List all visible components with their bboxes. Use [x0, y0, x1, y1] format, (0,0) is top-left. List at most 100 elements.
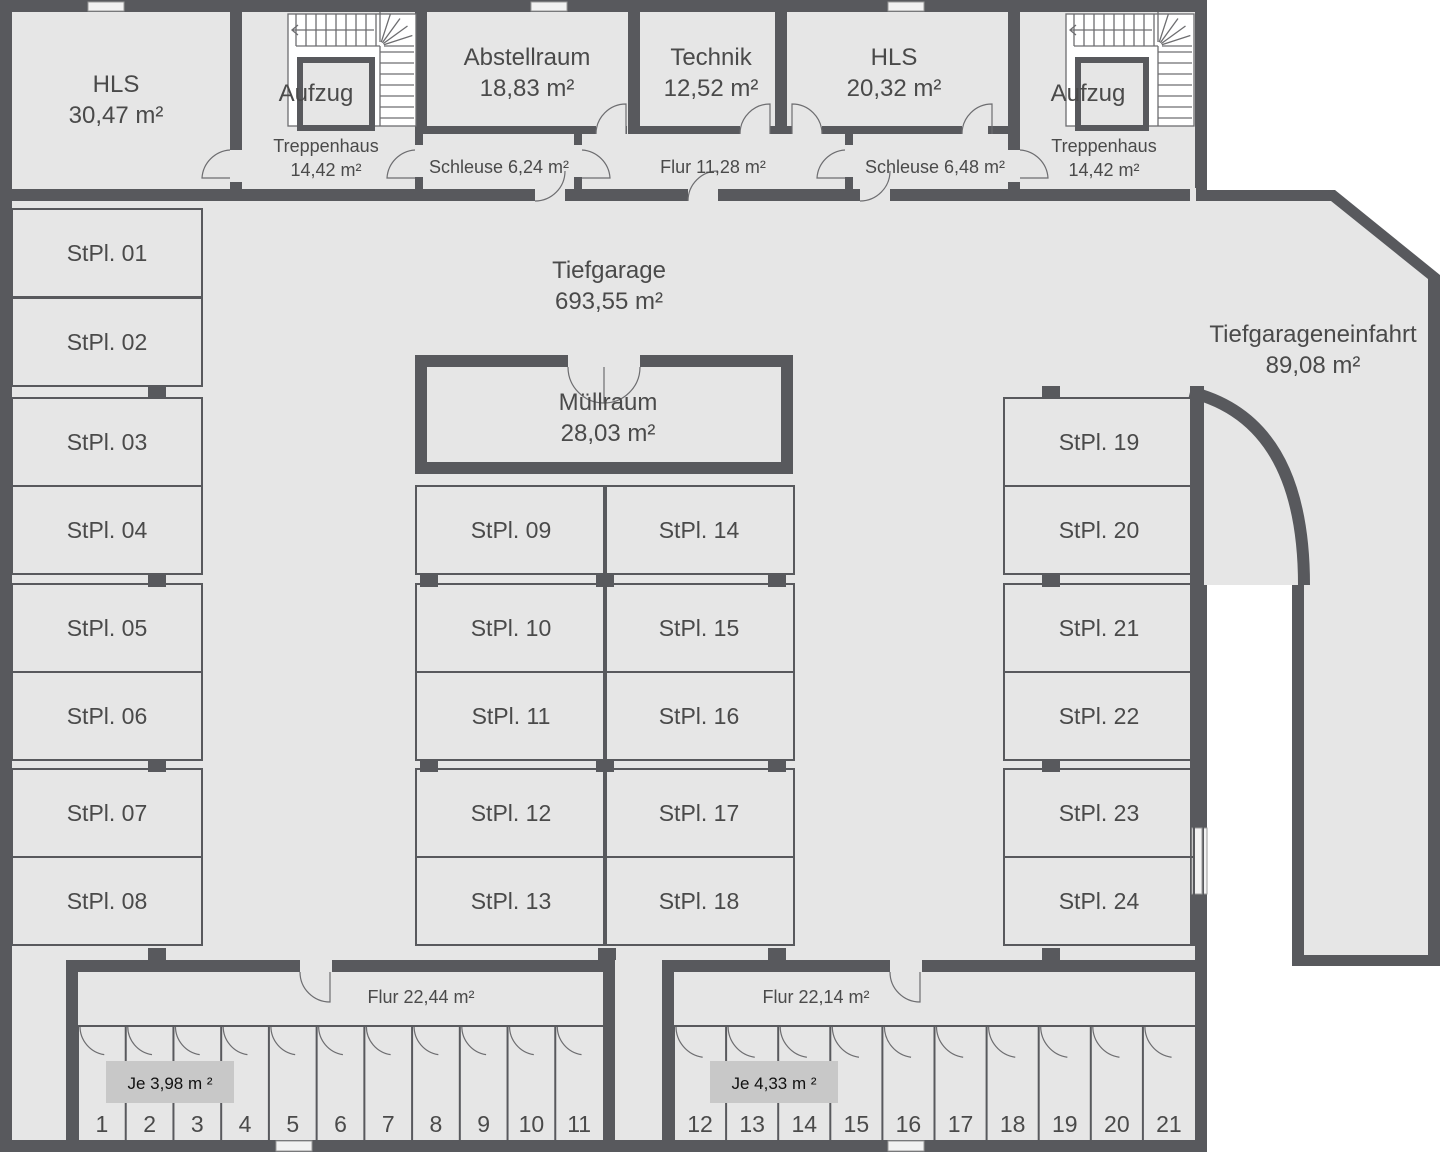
stall-label-19: StPl. 19	[1059, 429, 1140, 455]
door-gap-11	[844, 145, 854, 177]
pillar-7	[768, 575, 786, 587]
pillar-14	[1042, 948, 1060, 960]
stall-label-13: StPl. 13	[471, 888, 552, 914]
storage-number-9: 9	[477, 1111, 490, 1137]
window-bottom-1	[275, 1140, 313, 1152]
technik-area: 12,52 m²	[664, 75, 759, 102]
pillar-12	[1042, 575, 1060, 587]
door-gap-4	[229, 150, 243, 182]
stall-label-24: StPl. 24	[1059, 888, 1140, 914]
storage-number-11: 11	[567, 1111, 591, 1137]
pillar-11	[1042, 386, 1060, 398]
schleuse-left-label: Schleuse 6,24 m²	[429, 157, 569, 177]
einfahrt-area: 89,08 m²	[1266, 352, 1361, 379]
pillar-4	[148, 948, 166, 960]
stall-24	[1003, 856, 1195, 946]
stall-18	[603, 856, 795, 946]
storage-door-left-4	[270, 1025, 296, 1056]
wall-v-1	[230, 12, 242, 190]
storage-left-badge-bg	[106, 1061, 234, 1103]
window-top-3	[887, 1, 925, 12]
storage-right-badge: Je 4,33 m ²	[731, 1074, 816, 1093]
stall-02	[11, 297, 203, 387]
storage-number-19: 19	[1052, 1111, 1078, 1137]
treppe-right-area: 14,42 m²	[1068, 160, 1139, 180]
muellraum-area: 28,03 m²	[561, 420, 656, 447]
storage-right-badge-bg	[710, 1061, 838, 1103]
door-gap-8	[792, 125, 822, 135]
storage-number-21: 21	[1156, 1111, 1182, 1137]
storage-door-right-5	[935, 1025, 964, 1058]
storage-number-14: 14	[791, 1111, 817, 1137]
wall-h-abstell	[415, 126, 627, 134]
stall-04	[11, 485, 203, 575]
storage-number-3: 3	[191, 1111, 204, 1137]
wall-v-3	[628, 12, 640, 130]
stall-label-08: StPl. 08	[67, 888, 148, 914]
window-right-inner	[1191, 827, 1203, 895]
flur-bottom-left-label: Flur 22,44 m²	[367, 987, 474, 1007]
stair-left	[287, 12, 417, 131]
door-gap-5	[1007, 150, 1021, 182]
pillar-15	[598, 948, 616, 960]
tiefgarage-name: Tiefgarage	[552, 257, 666, 284]
storage-left-wall-side	[66, 960, 78, 1142]
storage-door-left-2	[174, 1025, 200, 1056]
storage-number-20: 20	[1104, 1111, 1130, 1137]
stall-09	[415, 485, 607, 575]
stall-label-22: StPl. 22	[1059, 703, 1140, 729]
stall-label-09: StPl. 09	[471, 517, 552, 543]
storage-door-right-7	[1040, 1025, 1068, 1058]
wall-v-4	[775, 12, 787, 130]
stall-14	[603, 485, 795, 575]
stall-label-20: StPl. 20	[1059, 517, 1140, 543]
window-bottom-2	[887, 1140, 925, 1152]
storage-door-right-6	[987, 1025, 1016, 1058]
storage-left-wall-top	[66, 960, 615, 972]
technik-name: Technik	[670, 44, 752, 71]
storage-door-left-0	[79, 1025, 105, 1056]
stall-label-17: StPl. 17	[659, 800, 740, 826]
storage-right-door-gap	[890, 958, 922, 974]
storage-right-wall-side	[662, 960, 674, 1142]
stall-label-04: StPl. 04	[67, 517, 148, 543]
storage-door-right-9	[1144, 1025, 1172, 1058]
storage-door-left-9	[508, 1025, 534, 1056]
wall-v-2	[415, 12, 427, 130]
abstellraum-name: Abstellraum	[464, 44, 591, 71]
storage-number-15: 15	[844, 1111, 870, 1137]
hls-right-area: 20,32 m²	[847, 75, 942, 102]
door-gap-10	[573, 145, 583, 177]
storage-door-left-10	[556, 1025, 582, 1056]
stall-06	[11, 671, 203, 761]
door-gap-6	[596, 125, 626, 135]
pillar-6	[596, 575, 614, 587]
storage-door-left-1	[127, 1025, 153, 1056]
wall-top-corridor	[12, 189, 1195, 201]
storage-door-right-3	[831, 1025, 860, 1058]
stall-16	[603, 671, 795, 761]
stall-label-18: StPl. 18	[659, 888, 740, 914]
abstellraum-area: 18,83 m²	[480, 75, 575, 102]
storage-number-13: 13	[739, 1111, 765, 1137]
storage-door-right-8	[1092, 1025, 1120, 1058]
treppe-left-name: Treppenhaus	[273, 136, 378, 156]
pillar-1	[148, 386, 166, 398]
stall-08	[11, 856, 203, 946]
storage-number-1: 1	[95, 1111, 108, 1137]
door-gap-9	[962, 125, 992, 135]
flur-bottom-right-label: Flur 22,14 m²	[762, 987, 869, 1007]
storage-door-right-0	[675, 1025, 703, 1058]
storage-right-wall-top	[662, 960, 1195, 972]
door-gap-3	[860, 188, 890, 202]
ramp-curve-wall	[1188, 386, 1310, 586]
storage-door-left-5	[318, 1025, 343, 1056]
storage-door-left-8	[461, 1025, 487, 1056]
stall-label-11: StPl. 11	[472, 703, 551, 729]
treppe-left-area: 14,42 m²	[290, 160, 361, 180]
storage-door-left-6	[365, 1025, 391, 1056]
storage-door-right-1	[727, 1025, 755, 1058]
